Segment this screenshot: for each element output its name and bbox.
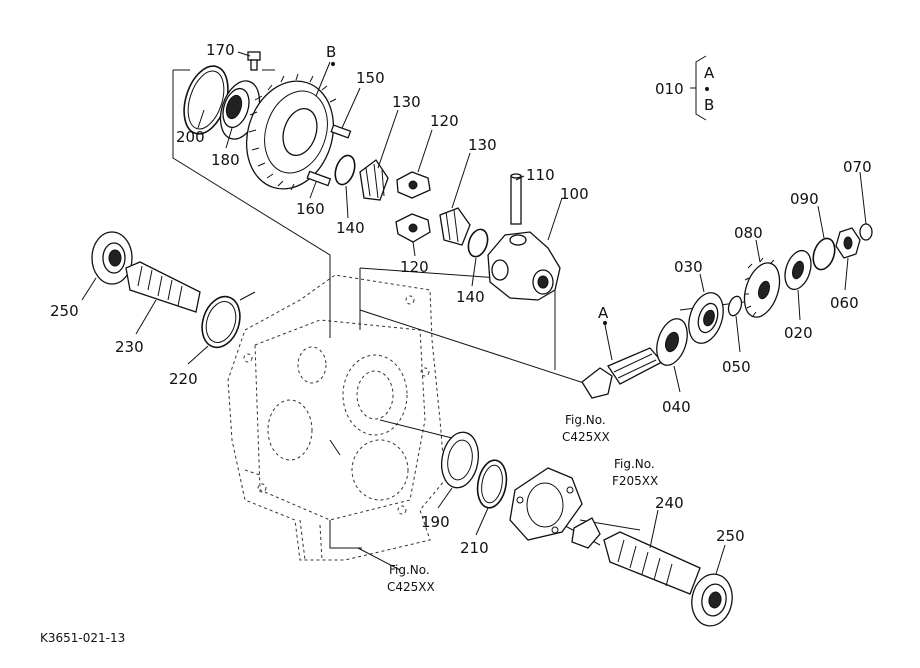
part-080-gear — [743, 257, 781, 318]
label-140b: 140 — [456, 288, 485, 306]
part-230-shaft — [125, 261, 201, 313]
part-240-shaft — [603, 531, 701, 595]
fig-ref-f205xx: Fig.No. F205XX — [612, 457, 658, 488]
label-010-B: B — [704, 96, 714, 114]
label-250b: 250 — [716, 527, 745, 545]
label-190: 190 — [421, 513, 450, 531]
part-140-washer-upper — [334, 154, 356, 186]
label-010: 010 — [655, 80, 684, 98]
fig-ref-line2: C425XX — [562, 430, 610, 444]
label-210: 210 — [460, 539, 489, 557]
part-140-washer-lower — [467, 228, 489, 258]
part-100-diff-case — [487, 231, 561, 301]
label-240: 240 — [655, 494, 684, 512]
label-120a: 120 — [430, 112, 459, 130]
fig-ref-line1: Fig.No. — [565, 413, 606, 427]
part-A-bevel-pinion — [581, 347, 664, 399]
label-070: 070 — [843, 158, 872, 176]
label-180: 180 — [211, 151, 240, 169]
part-130-side-gear-lower — [439, 207, 471, 246]
transmission-case — [227, 274, 446, 561]
label-B: B — [326, 43, 336, 61]
label-140a: 140 — [336, 219, 365, 237]
coupling — [571, 517, 601, 549]
label-130b: 130 — [468, 136, 497, 154]
part-130-side-gear-upper — [359, 159, 389, 201]
label-010-A: A — [704, 64, 715, 82]
callout-labels: 170 B 150 130 120 130 200 180 160 140 12… — [50, 41, 872, 557]
label-050: 050 — [722, 358, 751, 376]
label-170: 170 — [206, 41, 235, 59]
part-120-pinion-lower — [395, 213, 431, 243]
part-060-nut — [835, 227, 861, 259]
label-150: 150 — [356, 69, 385, 87]
label-120b: 120 — [400, 258, 429, 276]
fig-ref-line2: F205XX — [612, 474, 658, 488]
label-A: A — [598, 304, 609, 322]
part-030-bearing — [688, 292, 724, 344]
dot-A — [603, 321, 607, 325]
label-090: 090 — [790, 190, 819, 208]
part-150-pin — [330, 124, 352, 139]
part-250-bearing-left — [91, 231, 133, 285]
label-030: 030 — [674, 258, 703, 276]
part-050-collar — [727, 295, 743, 317]
part-170-bolt — [247, 51, 261, 71]
part-110-shaft — [510, 173, 522, 225]
cover-plate — [509, 467, 583, 541]
part-160-pin — [306, 170, 332, 187]
label-110: 110 — [526, 166, 555, 184]
label-130a: 130 — [392, 93, 421, 111]
label-020: 020 — [784, 324, 813, 342]
dot-B — [331, 62, 335, 66]
part-190-oil-seal — [440, 431, 480, 489]
label-250a: 250 — [50, 302, 79, 320]
part-120-pinion-upper — [396, 171, 431, 199]
label-220: 220 — [169, 370, 198, 388]
label-060: 060 — [830, 294, 859, 312]
part-crown-gear — [245, 73, 337, 191]
part-020-bearing — [784, 249, 812, 291]
label-200: 200 — [176, 128, 205, 146]
part-090-ring — [812, 237, 836, 271]
part-220-snap-ring — [201, 295, 241, 349]
label-160: 160 — [296, 200, 325, 218]
bracket-010 — [690, 55, 709, 121]
fig-ref-c425xx-lower: Fig.No. C425XX — [387, 563, 435, 594]
fig-ref-line1: Fig.No. — [614, 457, 655, 471]
footer-code: K3651-021-13 — [40, 631, 125, 645]
fig-ref-line1: Fig.No. — [389, 563, 430, 577]
fig-ref-c425xx-upper: Fig.No. C425XX — [562, 413, 610, 444]
label-080: 080 — [734, 224, 763, 242]
part-210-collar — [476, 459, 508, 509]
part-250-bearing-right — [691, 573, 733, 627]
label-040: 040 — [662, 398, 691, 416]
part-040-bearing — [656, 318, 688, 366]
part-070-nut — [859, 223, 873, 241]
label-230: 230 — [115, 338, 144, 356]
leader-lines — [81, 51, 867, 575]
label-100: 100 — [560, 185, 589, 203]
fig-ref-line2: C425XX — [387, 580, 435, 594]
